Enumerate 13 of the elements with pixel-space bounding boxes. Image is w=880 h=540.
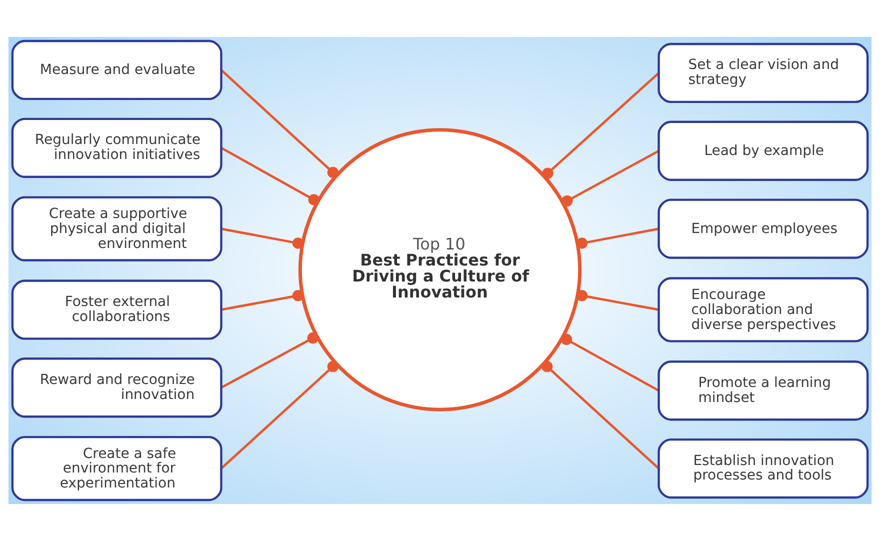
node-box: Promote a learning mindset [658,360,869,420]
node-box: Reward and recognize innovation [11,357,222,418]
node-box: Establish innovation processes and tools [658,438,869,498]
node-box: Set a clear vision and strategy [658,42,869,103]
node-box: Create a supportive physical and digital environment [11,196,222,261]
node-circle: Top 10 Best Practices for Driving a Culture of Innovation [298,128,582,411]
node-box: Measure and evaluate [11,39,222,100]
node-box: Foster external collaborations [11,279,222,340]
node-box: Create a safe environment for experimentation [11,435,222,501]
node-box: Regularly communicate innovation initiatives [11,117,222,178]
node-box: Encourage collaboration and diverse perspectives [658,276,869,342]
node-box: Empower employees [658,198,869,258]
node-box: Lead by example [658,120,869,180]
